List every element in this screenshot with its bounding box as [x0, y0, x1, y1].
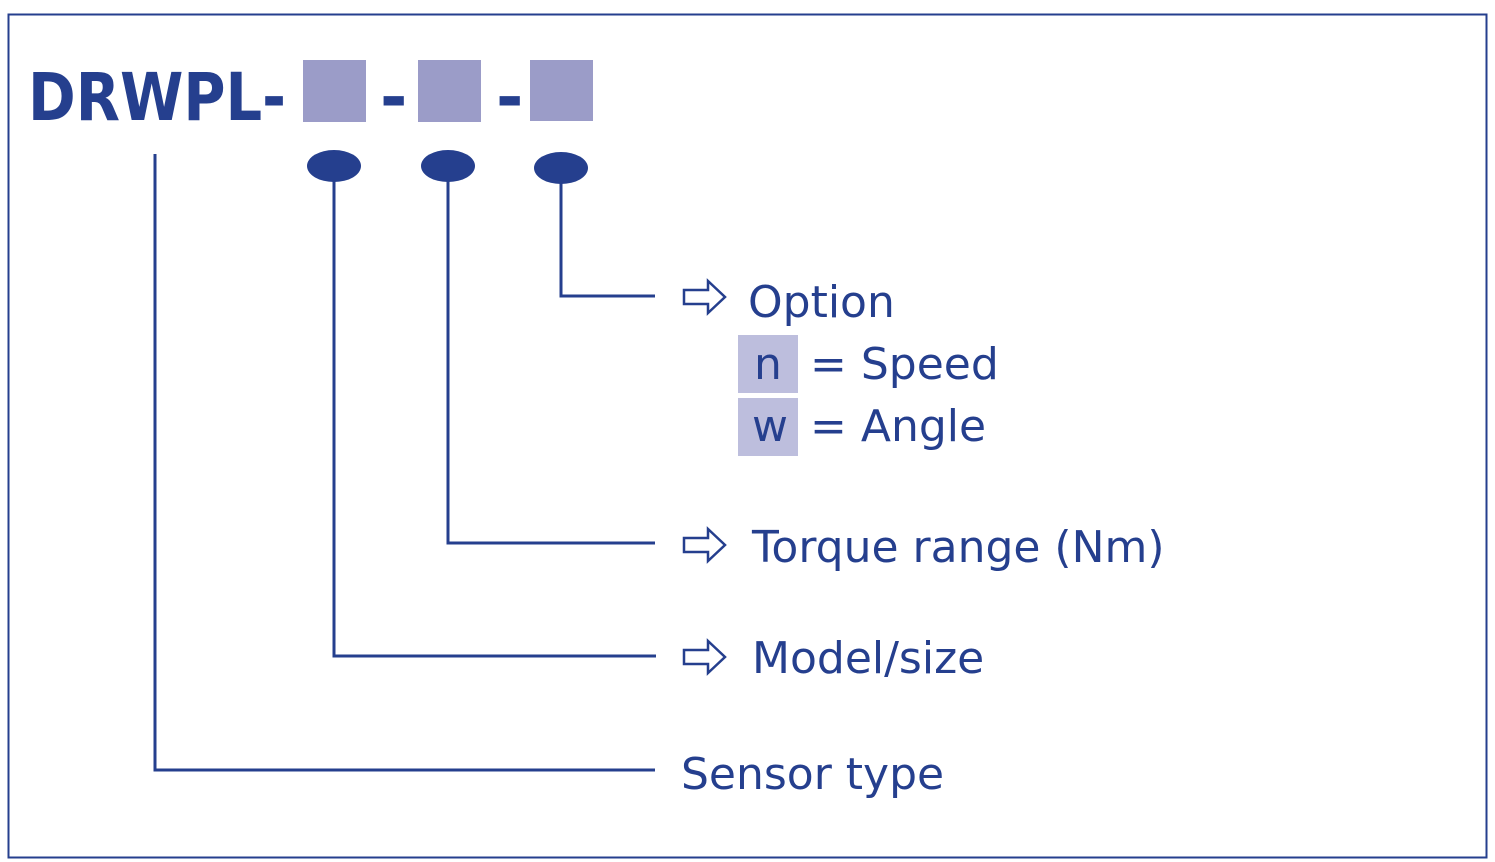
torque-label: Torque range (Nm)	[751, 522, 1165, 573]
sensor-label: Sensor type	[681, 749, 944, 800]
code-box-n	[738, 335, 798, 393]
connector-model	[332, 175, 656, 658]
placeholder-option	[530, 60, 593, 121]
connector-torque	[446, 175, 655, 545]
option-label: Option	[748, 277, 895, 328]
marker-option	[534, 152, 588, 184]
separator-2: -	[496, 59, 523, 136]
connector-sensor	[153, 154, 655, 772]
model-label: Model/size	[752, 633, 984, 684]
separator-1: -	[380, 59, 407, 136]
connector-option	[559, 178, 655, 298]
arrow-icon	[682, 526, 727, 564]
option-code-n: n	[754, 339, 782, 390]
option-text-angle: = Angle	[810, 401, 986, 452]
option-text-speed: = Speed	[810, 339, 999, 390]
arrow-icon	[682, 278, 727, 316]
code-prefix: DRWPL-	[28, 59, 286, 136]
placeholder-torque	[418, 60, 481, 122]
code-box-w	[738, 398, 798, 456]
placeholder-model	[303, 60, 366, 122]
marker-model	[307, 150, 361, 182]
option-code-w: w	[752, 401, 788, 452]
marker-torque	[421, 150, 475, 182]
arrow-icon	[682, 638, 727, 676]
